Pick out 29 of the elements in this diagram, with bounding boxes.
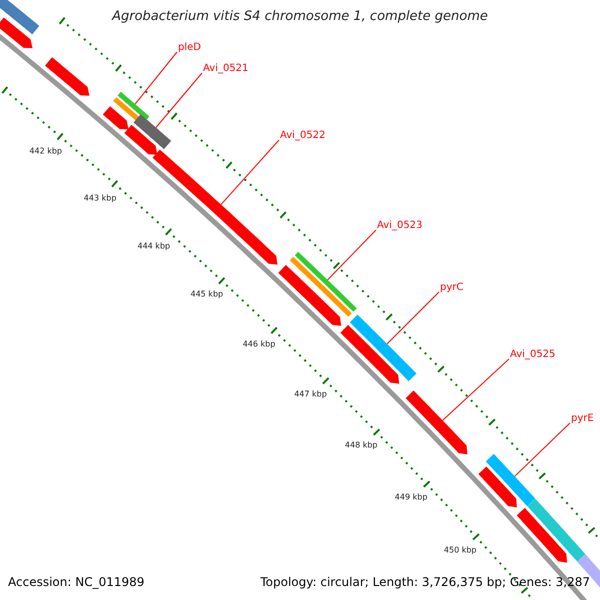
leader-line <box>514 422 570 477</box>
gene-band <box>134 114 172 150</box>
gene-band <box>350 314 416 382</box>
leader-line <box>442 358 510 421</box>
scale-label: 443 kbp <box>84 193 116 202</box>
accession-text: Accession: NC_011989 <box>8 575 144 589</box>
scale-label: 444 kbp <box>138 241 170 250</box>
leader-line <box>220 140 280 206</box>
scale-label: 450 kbp <box>444 545 476 554</box>
scale-label: 449 kbp <box>394 492 428 502</box>
leader-line <box>156 72 202 128</box>
gene-label: Avi_0525 <box>510 349 556 360</box>
gene-feature <box>406 390 468 454</box>
gene-label: Avi_0522 <box>280 130 326 141</box>
scale-label: 446 kbp <box>242 339 276 348</box>
gene-feature <box>152 150 278 265</box>
gene-label: pleD <box>178 42 201 53</box>
title: Agrobacterium vitis S4 chromosome 1, complete genome <box>110 9 489 24</box>
leader-line <box>327 230 376 280</box>
gene-label: pyrC <box>440 282 464 293</box>
gene-label: Avi_0521 <box>203 63 248 74</box>
scale-label: 442 kbp <box>29 146 62 156</box>
gene-band <box>486 454 536 506</box>
leader-line <box>134 52 178 105</box>
gene-label: pyrE <box>571 413 594 424</box>
leader-line <box>386 292 440 344</box>
genome-info-text: Topology: circular; Length: 3,726,375 bp; Genes: 3,287 <box>260 575 590 589</box>
gene-label: Avi_0523 <box>377 220 422 231</box>
gene-band <box>118 92 150 120</box>
